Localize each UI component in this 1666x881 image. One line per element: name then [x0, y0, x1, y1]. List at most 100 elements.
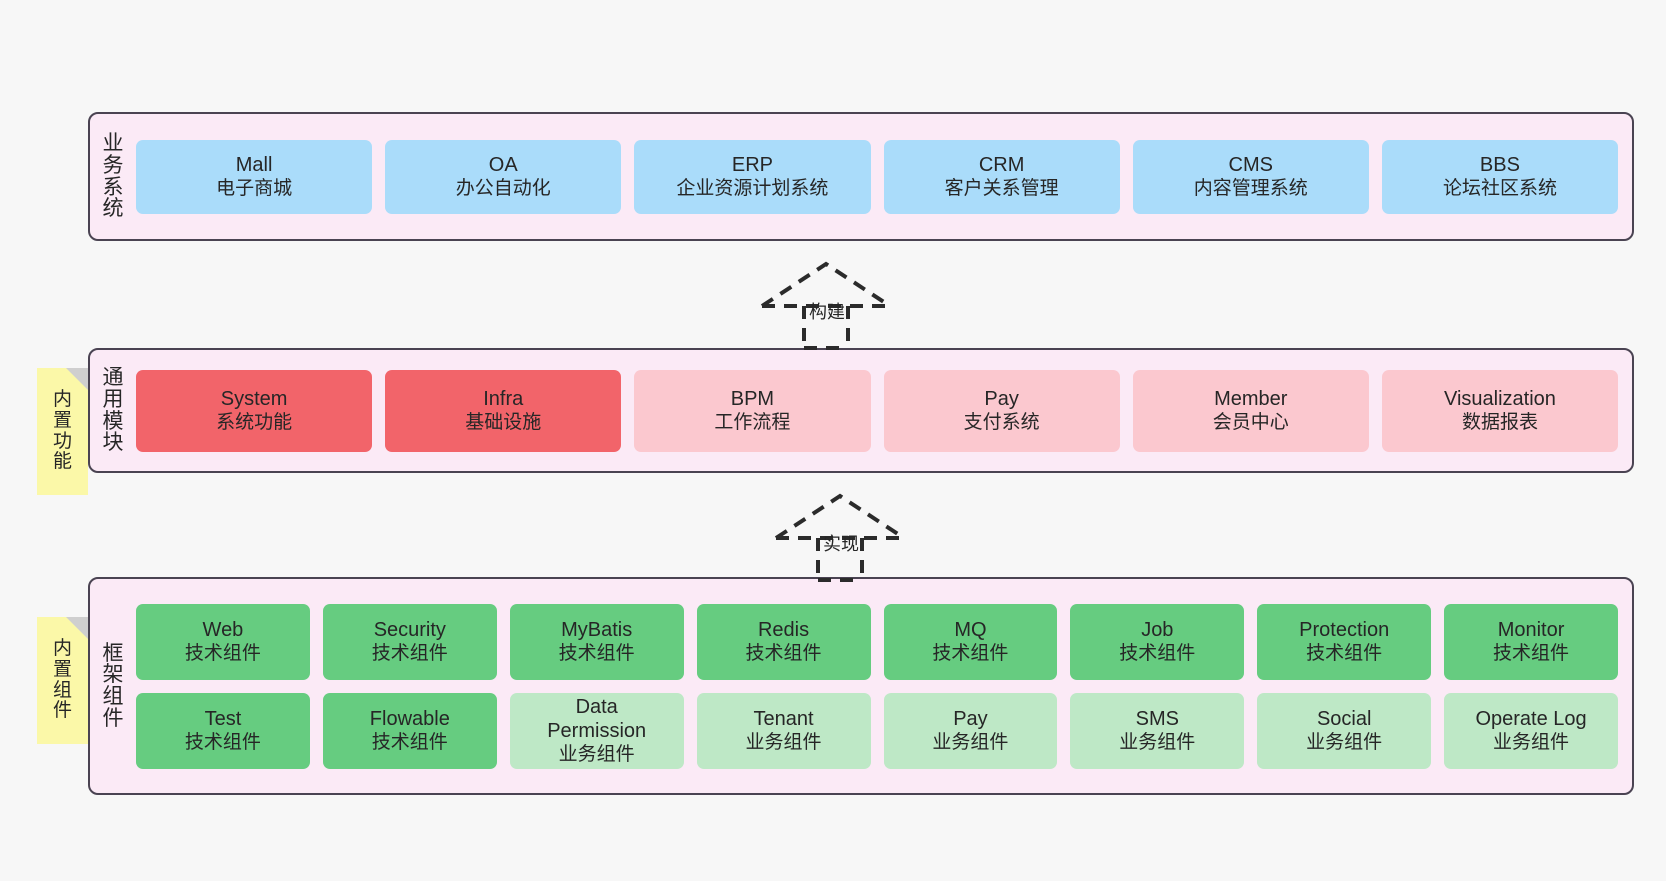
card-title: Visualization	[1443, 387, 1556, 410]
card-monitor[interactable]: Monitor 技术组件	[1444, 603, 1618, 680]
card-infra[interactable]: Infra 基础设施	[385, 369, 622, 452]
card-title: BBS	[1479, 153, 1520, 176]
label-char: 框	[102, 641, 124, 665]
card-subtitle: 会员中心	[1212, 412, 1289, 434]
card-title: Test	[204, 707, 242, 730]
card-title: Member	[1214, 387, 1288, 410]
card-title: BPM	[730, 387, 775, 410]
card-title: System	[220, 387, 288, 410]
note-char: 内	[52, 638, 72, 660]
card-bbs[interactable]: BBS 论坛社区系统	[1381, 139, 1619, 214]
layer-business-systems: 业 务 系 统 Mall 电子商城 OA 办公自动化 ERP 企业资源计划系统	[88, 112, 1634, 241]
arrow-shaft	[802, 306, 850, 350]
card-subtitle: 技术组件	[184, 643, 261, 665]
card-title: Redis	[757, 618, 810, 641]
label-char: 模	[102, 409, 124, 433]
card-subtitle: 技术组件	[745, 643, 822, 665]
card-tenant[interactable]: Tenant 业务组件	[696, 692, 871, 769]
card-data-permission[interactable]: Data Permission 业务组件	[509, 692, 684, 769]
card-title: MQ	[954, 618, 987, 641]
modules-card-row: System 系统功能 Infra 基础设施 BPM 工作流程 Pay 支付系统…	[136, 369, 1619, 452]
card-web[interactable]: Web 技术组件	[136, 603, 310, 680]
card-crm[interactable]: CRM 客户关系管理	[883, 139, 1120, 214]
card-subtitle: 技术组件	[1493, 643, 1570, 665]
layer-modules-label: 通 用 模 块	[90, 350, 136, 471]
framework-tech-row: Web 技术组件 Security 技术组件 MyBatis 技术组件 Redi…	[136, 603, 1618, 680]
card-subtitle: 内容管理系统	[1193, 178, 1308, 200]
note-builtin-component[interactable]: 内 置 组 件	[37, 617, 88, 744]
card-title: Monitor	[1497, 618, 1565, 641]
label-char: 统	[102, 197, 124, 221]
card-subtitle: 工作流程	[714, 412, 791, 434]
card-subtitle: 技术组件	[371, 732, 448, 754]
layer-framework-components: 框 架 组 件 Web 技术组件 Security 技术组件 MyBatis	[88, 577, 1634, 795]
card-title: Job	[1141, 618, 1174, 641]
card-title: MyBatis	[561, 618, 633, 641]
layer-business-body: Mall 电子商城 OA 办公自动化 ERP 企业资源计划系统 CRM 客户关系…	[136, 114, 1632, 239]
label-char: 通	[102, 366, 124, 390]
arrow-head-outline	[774, 493, 906, 540]
card-mq[interactable]: MQ 技术组件	[883, 603, 1058, 680]
card-title: Infra	[483, 387, 524, 410]
card-title: Mall	[235, 153, 273, 176]
card-title: ERP	[731, 153, 773, 176]
card-bpm[interactable]: BPM 工作流程	[634, 369, 871, 452]
note-char: 置	[52, 658, 72, 680]
card-subtitle: 技术组件	[184, 732, 261, 754]
card-security[interactable]: Security 技术组件	[322, 603, 497, 680]
card-operate-log[interactable]: Operate Log 业务组件	[1444, 692, 1618, 769]
card-social[interactable]: Social 业务组件	[1257, 692, 1432, 769]
label-char: 系	[102, 175, 124, 199]
card-subtitle: 数据报表	[1461, 412, 1538, 434]
card-subtitle: 办公自动化	[455, 178, 551, 200]
arrow-shaft	[816, 538, 864, 582]
card-protection[interactable]: Protection 技术组件	[1257, 603, 1432, 680]
card-subtitle: 论坛社区系统	[1442, 178, 1557, 200]
card-subtitle: 业务组件	[745, 732, 822, 754]
card-pay-component[interactable]: Pay 业务组件	[883, 692, 1058, 769]
note-fold-icon	[66, 617, 88, 639]
card-member[interactable]: Member 会员中心	[1132, 369, 1369, 452]
card-subtitle: 电子商城	[216, 178, 293, 200]
layer-framework-label: 框 架 组 件	[90, 579, 136, 793]
card-subtitle: 技术组件	[1306, 643, 1383, 665]
card-redis[interactable]: Redis 技术组件	[696, 603, 871, 680]
card-job[interactable]: Job 技术组件	[1070, 603, 1245, 680]
card-visualization[interactable]: Visualization 数据报表	[1381, 369, 1619, 452]
card-oa[interactable]: OA 办公自动化	[385, 139, 622, 214]
card-pay-module[interactable]: Pay 支付系统	[883, 369, 1120, 452]
card-title: Pay	[953, 707, 988, 730]
note-builtin-function[interactable]: 内 置 功 能	[37, 368, 88, 495]
card-system[interactable]: System 系统功能	[136, 369, 373, 452]
layer-business-label: 业 务 系 统	[90, 114, 136, 239]
card-sms[interactable]: SMS 业务组件	[1070, 692, 1245, 769]
business-card-row: Mall 电子商城 OA 办公自动化 ERP 企业资源计划系统 CRM 客户关系…	[136, 139, 1619, 214]
card-subtitle: 业务组件	[932, 732, 1009, 754]
note-char: 件	[52, 700, 72, 722]
card-title: Pay	[984, 387, 1019, 410]
card-subtitle: 技术组件	[932, 643, 1009, 665]
card-subtitle: 技术组件	[1119, 643, 1196, 665]
card-title: Data Permission	[547, 695, 647, 742]
note-fold-icon	[66, 368, 88, 390]
framework-card-rows: Web 技术组件 Security 技术组件 MyBatis 技术组件 Redi…	[136, 603, 1618, 769]
connector-realize-label: 实现	[823, 534, 859, 554]
card-mybatis[interactable]: MyBatis 技术组件	[509, 603, 684, 680]
label-char: 业	[102, 132, 124, 156]
framework-biz-row: Test 技术组件 Flowable 技术组件 Data Permission …	[136, 692, 1618, 769]
card-title: OA	[488, 153, 518, 176]
card-subtitle: 系统功能	[216, 412, 293, 434]
note-char: 内	[52, 389, 72, 411]
card-cms[interactable]: CMS 内容管理系统	[1132, 139, 1369, 214]
card-subtitle: 技术组件	[558, 643, 635, 665]
label-char: 组	[102, 685, 124, 708]
card-test[interactable]: Test 技术组件	[136, 692, 310, 769]
card-erp[interactable]: ERP 企业资源计划系统	[634, 139, 871, 214]
card-title: SMS	[1135, 707, 1179, 730]
card-mall[interactable]: Mall 电子商城	[136, 139, 373, 214]
note-char: 功	[52, 430, 72, 452]
card-flowable[interactable]: Flowable 技术组件	[322, 692, 497, 769]
card-title: Tenant	[753, 707, 814, 730]
card-title: Flowable	[369, 707, 450, 730]
